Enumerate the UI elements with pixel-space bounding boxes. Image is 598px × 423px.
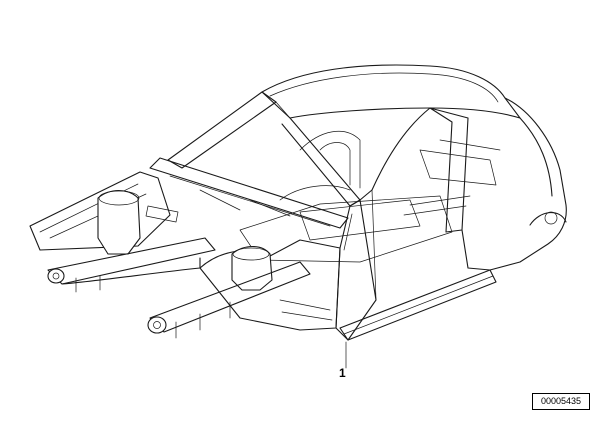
side-sill [339,269,497,341]
rear-quarter-panel [461,97,567,271]
front-left-frame-rail [47,237,216,293]
front-right-frame-rail [147,261,311,339]
part-number-callout: 1 [339,366,346,380]
dashboard-crossmember [149,157,349,229]
front-right-wheelhouse [199,239,341,331]
front-left-wheelhouse [29,171,179,255]
a-pillar-lower [335,199,377,341]
document-id-box: 00005435 [532,393,590,410]
b-pillar [359,107,469,301]
floor-pan [239,131,501,263]
roof-panel [261,64,521,119]
windshield-frame [167,91,361,207]
